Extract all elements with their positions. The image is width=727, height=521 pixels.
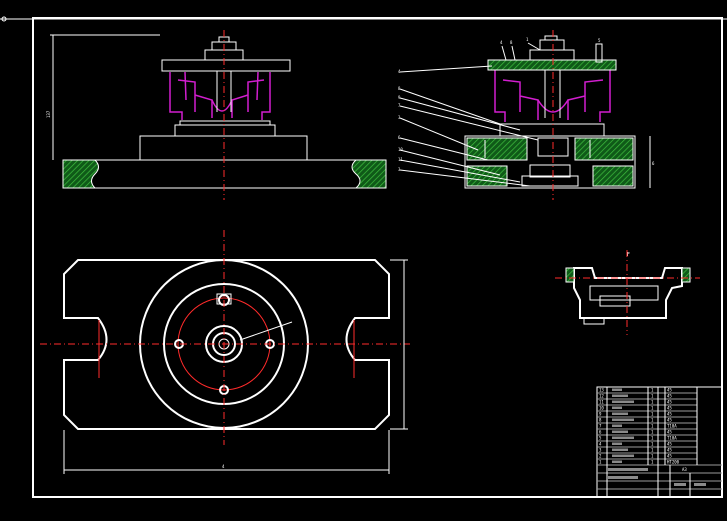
leader-label: 7 xyxy=(398,103,401,108)
parts-name-placeholder xyxy=(612,442,622,445)
sheet-size: A3 xyxy=(682,467,687,472)
parts-cell-mat: 45 xyxy=(667,388,672,393)
parts-name-placeholder xyxy=(612,418,634,421)
parts-name-placeholder xyxy=(612,412,628,415)
balloon-label: 1 xyxy=(526,37,529,42)
parts-cell-mat: T10A xyxy=(667,436,677,441)
svg-text:6: 6 xyxy=(652,161,655,166)
parts-cell-mat: 45 xyxy=(667,448,672,453)
parts-cell-no: 7 xyxy=(599,424,602,429)
parts-cell-no: 8 xyxy=(599,418,602,423)
parts-cell-qty: 1 xyxy=(651,406,654,411)
top-view: 4 xyxy=(40,230,410,474)
parts-cell-qty: 1 xyxy=(651,460,654,465)
parts-name-placeholder xyxy=(612,394,628,397)
parts-cell-mat: 45 xyxy=(667,394,672,399)
parts-cell-qty: 1 xyxy=(651,430,654,435)
section-label: F xyxy=(627,252,630,258)
svg-text:137: 137 xyxy=(46,110,51,118)
leader-lines: 4 8 9 7 3 6 10 11 3 xyxy=(398,65,539,187)
parts-name-placeholder xyxy=(612,424,622,427)
parts-cell-mat: T10A xyxy=(667,424,677,429)
parts-cell-mat: HT200 xyxy=(667,460,680,465)
balloon-label: 5 xyxy=(598,38,601,43)
parts-cell-qty: 1 xyxy=(651,442,654,447)
parts-name-placeholder xyxy=(612,388,622,391)
parts-cell-no: 1 xyxy=(599,460,602,465)
parts-cell-mat: 45 xyxy=(667,454,672,459)
leader-label: 9 xyxy=(398,95,401,100)
balloon-label: 4 xyxy=(500,40,503,45)
parts-cell-no: 2 xyxy=(599,454,602,459)
parts-cell-mat: 45 xyxy=(667,430,672,435)
front-view: 137 xyxy=(46,30,387,200)
parts-cell-qty: 1 xyxy=(651,388,654,393)
leader-label: 6 xyxy=(398,135,401,140)
parts-cell-qty: 1 xyxy=(651,436,654,441)
balloon-label: 8 xyxy=(510,40,513,45)
parts-cell-mat: 45 xyxy=(667,418,672,423)
parts-cell-qty: 1 xyxy=(651,448,654,453)
parts-name-placeholder xyxy=(612,454,634,457)
parts-cell-mat: 45 xyxy=(667,406,672,411)
parts-cell-no: 3 xyxy=(599,448,602,453)
leader-label: 11 xyxy=(398,157,403,162)
section-view: 6 4 8 9 7 3 6 10 11 xyxy=(398,30,655,200)
parts-cell-qty: 1 xyxy=(651,424,654,429)
parts-cell-no: 6 xyxy=(599,430,602,435)
leader-label: 10 xyxy=(398,147,403,152)
parts-name-placeholder xyxy=(612,406,622,409)
parts-cell-no: 4 xyxy=(599,442,602,447)
leader-label: 8 xyxy=(398,86,401,91)
parts-cell-no: 12 xyxy=(599,394,604,399)
parts-cell-no: 5 xyxy=(599,436,602,441)
parts-name-placeholder xyxy=(612,400,634,403)
sheet-frame xyxy=(0,16,727,498)
parts-cell-mat: 45 xyxy=(667,400,672,405)
leader-label: 3 xyxy=(398,167,401,172)
svg-text:4: 4 xyxy=(222,464,225,469)
parts-cell-mat: 45 xyxy=(667,412,672,417)
parts-name-placeholder xyxy=(612,460,622,463)
section-f-detail: F xyxy=(555,250,700,335)
parts-cell-qty: 1 xyxy=(651,400,654,405)
parts-cell-mat: 45 xyxy=(667,442,672,447)
parts-cell-qty: 1 xyxy=(651,412,654,417)
parts-cell-no: 11 xyxy=(599,400,604,405)
parts-cell-no: 13 xyxy=(599,388,604,393)
leader-label: 4 xyxy=(398,69,401,74)
leader-label: 3 xyxy=(398,115,401,120)
parts-cell-qty: 1 xyxy=(651,394,654,399)
parts-cell-qty: 1 xyxy=(651,418,654,423)
parts-name-placeholder xyxy=(612,448,628,451)
parts-cell-qty: 1 xyxy=(651,454,654,459)
parts-name-placeholder xyxy=(612,436,634,439)
parts-name-placeholder xyxy=(612,430,628,433)
parts-cell-no: 9 xyxy=(599,412,602,417)
parts-cell-no: 10 xyxy=(599,406,604,411)
